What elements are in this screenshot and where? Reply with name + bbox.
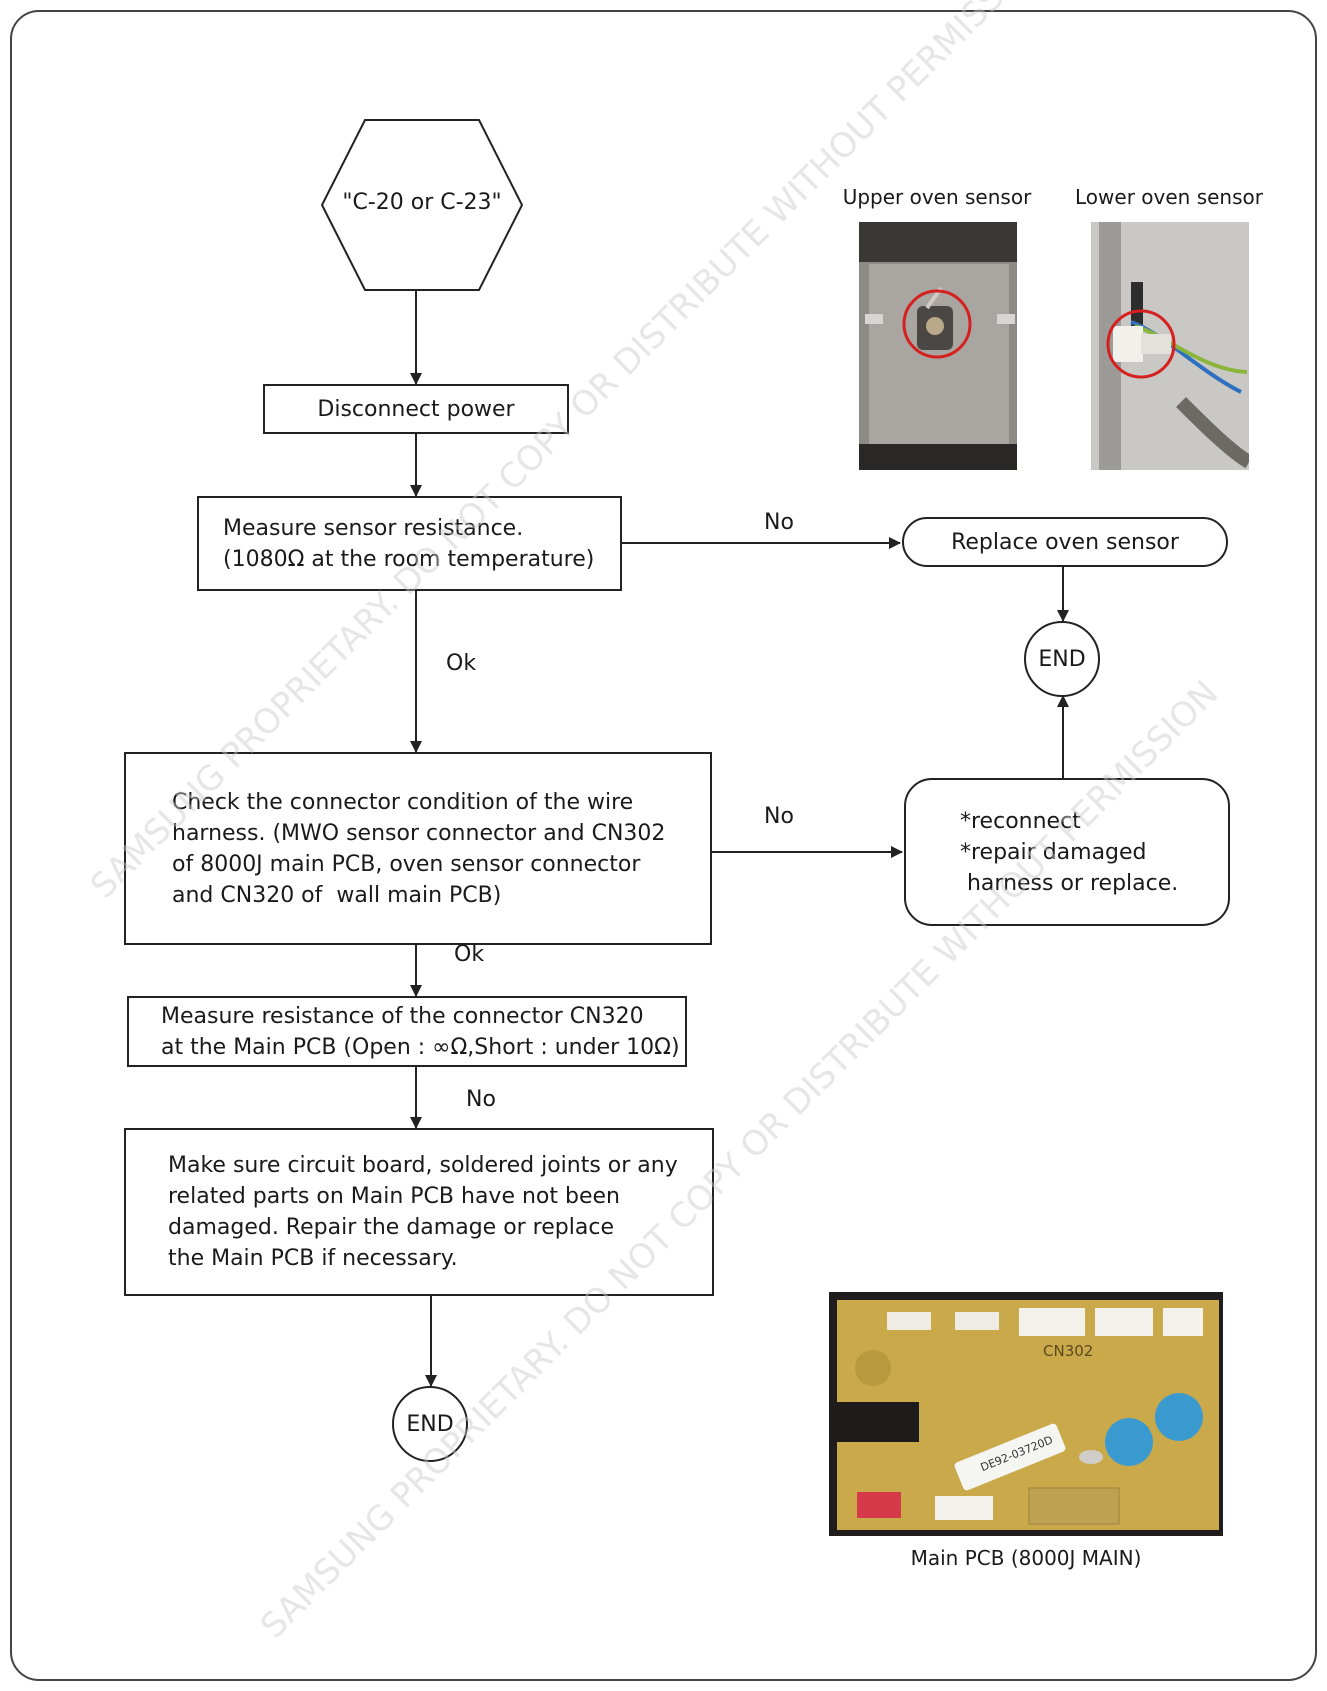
label-no-1: No bbox=[764, 510, 794, 535]
make-sure-line-2: related parts on Main PCB have not been bbox=[168, 1184, 620, 1209]
make-sure-box: Make sure circuit board, soldered joints… bbox=[124, 1128, 714, 1296]
end-node-top: END bbox=[1024, 621, 1100, 697]
label-no-2: No bbox=[764, 804, 794, 829]
measure-cn320-line-2: at the Main PCB (Open : ∞Ω,Short : under… bbox=[161, 1034, 680, 1060]
measure-cn320-line-1: Measure resistance of the connector CN32… bbox=[161, 1003, 644, 1029]
pcb-photo: CN302 DE92-03720D bbox=[829, 1292, 1223, 1536]
replace-sensor-box: Replace oven sensor bbox=[902, 517, 1228, 567]
check-connector-line-1: Check the connector condition of the wir… bbox=[172, 789, 634, 815]
start-label: "C-20 or C-23" bbox=[342, 190, 502, 215]
upper-sensor-caption: Upper oven sensor bbox=[842, 185, 1032, 209]
lower-sensor-photo bbox=[1091, 222, 1249, 470]
reconnect-line-3: harness or replace. bbox=[960, 870, 1179, 896]
lower-sensor-caption: Lower oven sensor bbox=[1075, 185, 1263, 209]
check-connector-line-3: of 8000J main PCB, oven sensor connector bbox=[172, 851, 641, 877]
label-ok-1: Ok bbox=[446, 651, 477, 676]
reconnect-line-1: *reconnect bbox=[960, 808, 1081, 834]
replace-sensor-text: Replace oven sensor bbox=[951, 529, 1179, 555]
disconnect-power-box: Disconnect power bbox=[263, 384, 569, 434]
check-connector-line-2: harness. (MWO sensor connector and CN302 bbox=[172, 820, 666, 846]
check-connector-box: Check the connector condition of the wir… bbox=[124, 752, 712, 945]
measure-cn320-box: Measure resistance of the connector CN32… bbox=[127, 996, 687, 1067]
label-ok-2: Ok bbox=[454, 942, 485, 967]
upper-sensor-highlight bbox=[902, 289, 972, 359]
measure-sensor-line-2: (1080Ω at the room temperature) bbox=[223, 546, 595, 572]
measure-sensor-line-1: Measure sensor resistance. bbox=[223, 515, 524, 541]
label-no-3: No bbox=[466, 1087, 496, 1112]
make-sure-line-1: Make sure circuit board, soldered joints… bbox=[168, 1153, 678, 1178]
pcb-caption: Main PCB (8000J MAIN) bbox=[910, 1546, 1142, 1570]
end-node-bottom: END bbox=[392, 1386, 468, 1462]
lower-sensor-highlight bbox=[1106, 309, 1176, 379]
end-top-text: END bbox=[1038, 646, 1086, 672]
make-sure-line-4: the Main PCB if necessary. bbox=[168, 1246, 458, 1271]
start-hexagon bbox=[320, 119, 524, 291]
make-sure-line-3: damaged. Repair the damage or replace bbox=[168, 1215, 614, 1240]
measure-sensor-box: Measure sensor resistance. (1080Ω at the… bbox=[197, 496, 622, 591]
check-connector-line-4: and CN320 of wall main PCB) bbox=[172, 882, 502, 908]
upper-sensor-photo bbox=[859, 222, 1017, 470]
page-border bbox=[10, 10, 1317, 1681]
disconnect-power-text: Disconnect power bbox=[317, 396, 515, 422]
end-bottom-text: END bbox=[406, 1411, 454, 1437]
pcb-connector-label: CN302 bbox=[1043, 1342, 1093, 1360]
reconnect-line-2: *repair damaged bbox=[960, 839, 1147, 865]
reconnect-box: *reconnect *repair damaged harness or re… bbox=[904, 778, 1230, 926]
